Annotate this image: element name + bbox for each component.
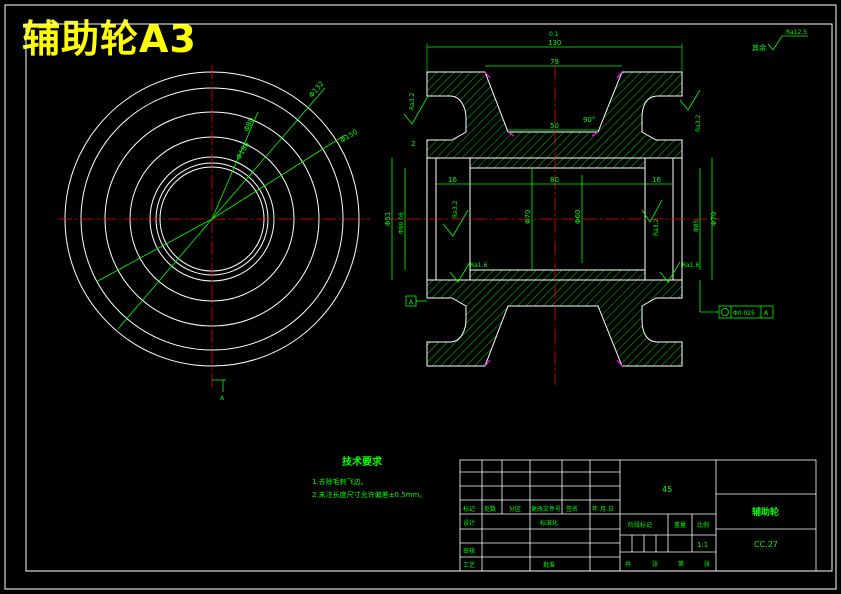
dim-leader-5 [117, 218, 213, 330]
ra-other-symbol [767, 35, 808, 51]
tech-line-2: 2.未注长度尺寸允许偏差±0.5mm。 [312, 490, 426, 499]
dim-phi70: Φ70 [524, 210, 532, 224]
drawing-title: 辅助轮A3 [22, 17, 197, 61]
tb-h-date: 年.月.日 [592, 505, 614, 513]
dim-len130: 130 [548, 39, 561, 47]
upper-section [426, 71, 683, 169]
dim-chamfer: 2 [411, 140, 415, 148]
dim-right16: 16 [652, 176, 661, 184]
tech-requirements: 技术要求 1.去除毛刺飞边。 2.未注长度尺寸允许偏差±0.5mm。 [312, 455, 426, 499]
tb-approve: 批准 [543, 561, 555, 569]
dim-d80: Φ80 [243, 116, 256, 132]
datum-a: A [409, 299, 414, 306]
ra-symbol-1 [403, 95, 429, 125]
dim-hub: Φ90 h6 [398, 212, 405, 234]
title-block-frame [459, 459, 817, 572]
tech-title: 技术要求 [342, 455, 383, 468]
tb-h-sign: 签名 [566, 505, 578, 513]
tb-h-doc: 更改文件号 [531, 505, 561, 513]
tol-symbol-icon [721, 308, 729, 316]
dim-left16: 16 [448, 176, 457, 184]
dim-tol: 0.1 [549, 31, 559, 38]
dim-phi51: Φ51 [384, 212, 392, 226]
dim-leader-2 [211, 134, 346, 220]
tb-scale-label: 比例 [697, 521, 709, 529]
tb-no: 第 [678, 560, 684, 568]
tech-line-1: 1.去除毛刺飞边。 [312, 477, 368, 486]
tb-h-zone: 分区 [509, 505, 521, 513]
tb-standard: 标准化 [540, 519, 558, 527]
ra-symbol-3 [442, 209, 469, 237]
title-block [459, 459, 817, 572]
title-block-text: 45 辅助轮 CC.27 1:1 标记 处数 分区 更改文件号 签名 年.月.日… [463, 485, 779, 569]
dim-leader-4 [95, 218, 213, 283]
section-view: 130 0.1 79 50 90° 2 16 80 16 Φ51 Φ90 h6 … [384, 29, 808, 385]
dim-angle: 90° [583, 116, 595, 124]
ra32d: Ra3.2 [653, 219, 660, 236]
groove-highlight-top [484, 71, 623, 137]
dim-d150: Φ150 [339, 128, 359, 145]
ra-symbol-2 [679, 89, 701, 111]
ra16b: Ra1.6 [682, 262, 699, 269]
ra32c: Ra3.2 [452, 201, 459, 218]
ra125: Ra12.5 [786, 29, 807, 36]
tb-design: 设计 [463, 519, 475, 527]
tol-value: Φ0.025 [733, 310, 755, 317]
dim-bottom50: 50 [550, 122, 559, 130]
tb-scale: 1:1 [697, 541, 708, 549]
tb-h-mark: 标记 [463, 505, 475, 513]
ra16a: Ra1.6 [470, 262, 487, 269]
dim-mid80: 80 [550, 176, 559, 184]
inner-frame [25, 23, 833, 572]
dim-leader-3 [211, 111, 259, 220]
tb-h-count: 处数 [484, 505, 496, 513]
dim-d132: Φ132 [307, 80, 325, 100]
ra32a: Ra3.2 [409, 93, 416, 110]
dim-phi70b: Φ70 [710, 212, 718, 226]
dim-phi85: Φ85 [693, 219, 700, 232]
tb-material: 45 [662, 485, 672, 494]
end-view: Φ132 Φ150 Φ80 Φ186 A [58, 65, 370, 402]
other-label: 其余 [752, 43, 766, 52]
tb-check: 审核 [463, 547, 475, 555]
tb-weight: 重量 [674, 521, 686, 529]
tb-drawing-no: CC.27 [754, 540, 778, 549]
dim-leader-1 [211, 87, 326, 220]
tb-process: 工艺 [463, 561, 475, 569]
tb-sheet2: 张 [704, 560, 710, 568]
tb-sheet: 张 [652, 560, 658, 568]
tb-total: 共 [625, 560, 631, 568]
ra-symbol-4 [449, 261, 471, 283]
dim-top79: 79 [550, 58, 559, 66]
dim-phi60: Φ60 [574, 210, 582, 224]
dim-d186: Φ186 [235, 140, 252, 161]
ra-symbol-6 [641, 199, 663, 223]
lower-section [426, 269, 683, 367]
outer-frame [4, 4, 837, 590]
ra32b: Ra3.2 [695, 115, 702, 132]
tb-part-name: 辅助轮 [752, 506, 779, 518]
section-label-a: A [220, 395, 225, 402]
tol-datum: A [764, 310, 769, 317]
groove-highlight-bottom [484, 359, 623, 367]
tb-stage-mark: 阶段标记 [628, 521, 652, 529]
ra-symbol-5 [659, 261, 681, 283]
